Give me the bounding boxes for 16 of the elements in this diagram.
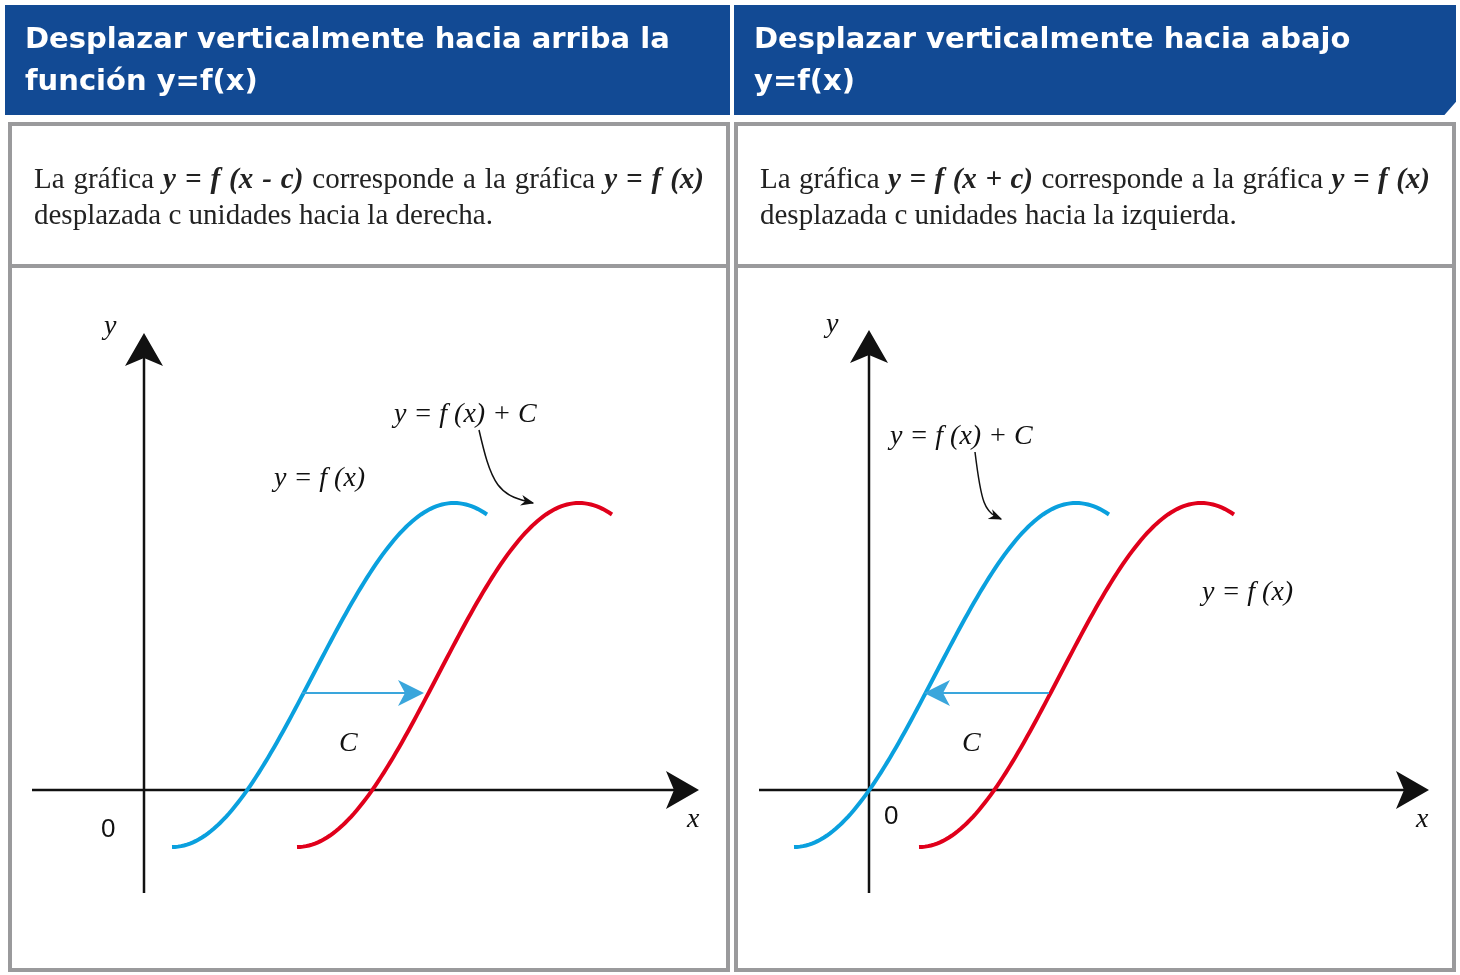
shift-label: C	[339, 727, 358, 757]
axis-label: x	[1416, 803, 1429, 833]
origin-label: 0	[884, 800, 899, 830]
header-title: Desplazar verticalmente hacia arriba la función y=f(x)	[5, 5, 730, 115]
header-title: Desplazar verticalmente hacia abajo y=f(x)	[734, 5, 1456, 115]
description-text: La gráfica y = f (x + c) corresponde a la gráfica y = f (x) desplazada c unidades hacia la izquierda.	[734, 122, 1456, 268]
axis-label: x	[687, 803, 700, 833]
function-curve	[296, 501, 614, 849]
function-curve	[793, 501, 1111, 849]
graph-panel	[734, 265, 1456, 972]
leader-line	[974, 451, 1003, 520]
origin-label: 0	[101, 813, 116, 843]
shift-label: C	[962, 727, 981, 757]
description-text: La gráfica y = f (x - c) corresponde a la gráfica y = f (x) desplazada c unidades hacia la derecha.	[8, 122, 730, 268]
leader-line	[478, 429, 535, 506]
graph-panel	[8, 265, 730, 972]
